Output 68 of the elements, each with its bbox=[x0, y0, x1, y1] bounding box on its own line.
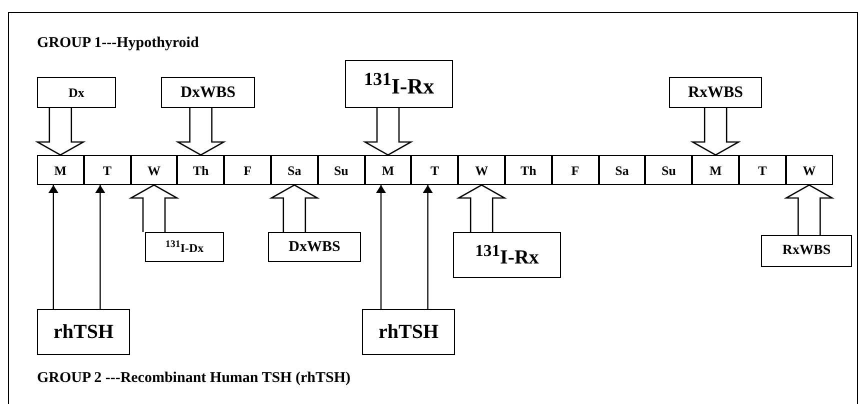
day-cell bbox=[130, 155, 178, 185]
group-heading: GROUP 1---Hypothyroid bbox=[37, 35, 199, 52]
day-cell bbox=[505, 155, 552, 185]
box-label: W bbox=[147, 164, 160, 176]
day-cell bbox=[271, 155, 318, 185]
arrow bbox=[95, 185, 106, 309]
event-box bbox=[268, 232, 361, 262]
block-arrow bbox=[34, 107, 86, 156]
box-label: $^{131}$I-Rx bbox=[475, 242, 539, 268]
day-cell bbox=[37, 155, 84, 185]
box-label: Th bbox=[520, 164, 536, 176]
arrow bbox=[48, 185, 58, 309]
event-box bbox=[37, 77, 116, 108]
block-arrow bbox=[456, 184, 508, 233]
event-box bbox=[145, 232, 224, 262]
box-label: DxWBS bbox=[180, 84, 236, 100]
box-label: M bbox=[709, 164, 722, 176]
day-cell bbox=[318, 155, 365, 185]
day-cell bbox=[458, 155, 505, 185]
event-box bbox=[669, 77, 762, 108]
event-box bbox=[345, 60, 453, 108]
box-label: T bbox=[430, 164, 440, 176]
block-arrow bbox=[175, 107, 226, 156]
day-cell bbox=[739, 155, 786, 185]
box-label: DxWBS bbox=[288, 240, 340, 254]
box-label: W bbox=[475, 164, 488, 176]
block-arrow bbox=[690, 107, 742, 156]
box-label: Su bbox=[334, 164, 348, 176]
block-arrow bbox=[128, 184, 180, 233]
block-arrow bbox=[362, 107, 414, 156]
event-box bbox=[37, 309, 130, 355]
box-label: T bbox=[758, 164, 767, 176]
block-arrow bbox=[268, 184, 320, 233]
day-cell bbox=[411, 155, 458, 185]
day-cell bbox=[177, 155, 224, 185]
day-cell bbox=[84, 155, 131, 185]
group-heading: GROUP 2 ---Recombinant Human TSH (rhTSH) bbox=[37, 370, 350, 387]
day-cell bbox=[224, 155, 271, 185]
event-box bbox=[453, 232, 561, 278]
box-label: $^{131}$I-Dx bbox=[165, 240, 204, 254]
box-label: Sa bbox=[615, 164, 629, 176]
box-label: rhTSH bbox=[53, 322, 114, 342]
box-label: T bbox=[102, 164, 112, 176]
event-box bbox=[761, 235, 852, 267]
event-box bbox=[161, 77, 255, 108]
box-label: W bbox=[802, 164, 816, 176]
day-cell bbox=[364, 155, 412, 185]
day-cell bbox=[552, 155, 599, 185]
day-cell bbox=[692, 155, 739, 185]
block-arrow bbox=[784, 184, 835, 236]
box-label: F bbox=[244, 164, 252, 176]
box-label: Th bbox=[192, 164, 209, 176]
box-label: rhTSH bbox=[378, 322, 439, 342]
box-label: RxWBS bbox=[688, 84, 744, 100]
event-box bbox=[362, 309, 455, 355]
box-label: M bbox=[382, 164, 394, 176]
day-cell bbox=[786, 155, 833, 185]
box-label: Su bbox=[662, 164, 676, 176]
box-label: M bbox=[54, 164, 67, 176]
arrow bbox=[376, 185, 386, 309]
arrow bbox=[422, 185, 433, 309]
box-label: Sa bbox=[288, 164, 302, 176]
box-label: F bbox=[571, 164, 580, 176]
day-cell bbox=[645, 155, 692, 185]
day-cell bbox=[598, 155, 646, 185]
box-label: RxWBS bbox=[782, 244, 831, 258]
box-label: Dx bbox=[68, 86, 84, 99]
box-label: $^{131}$I-Rx bbox=[364, 70, 434, 98]
